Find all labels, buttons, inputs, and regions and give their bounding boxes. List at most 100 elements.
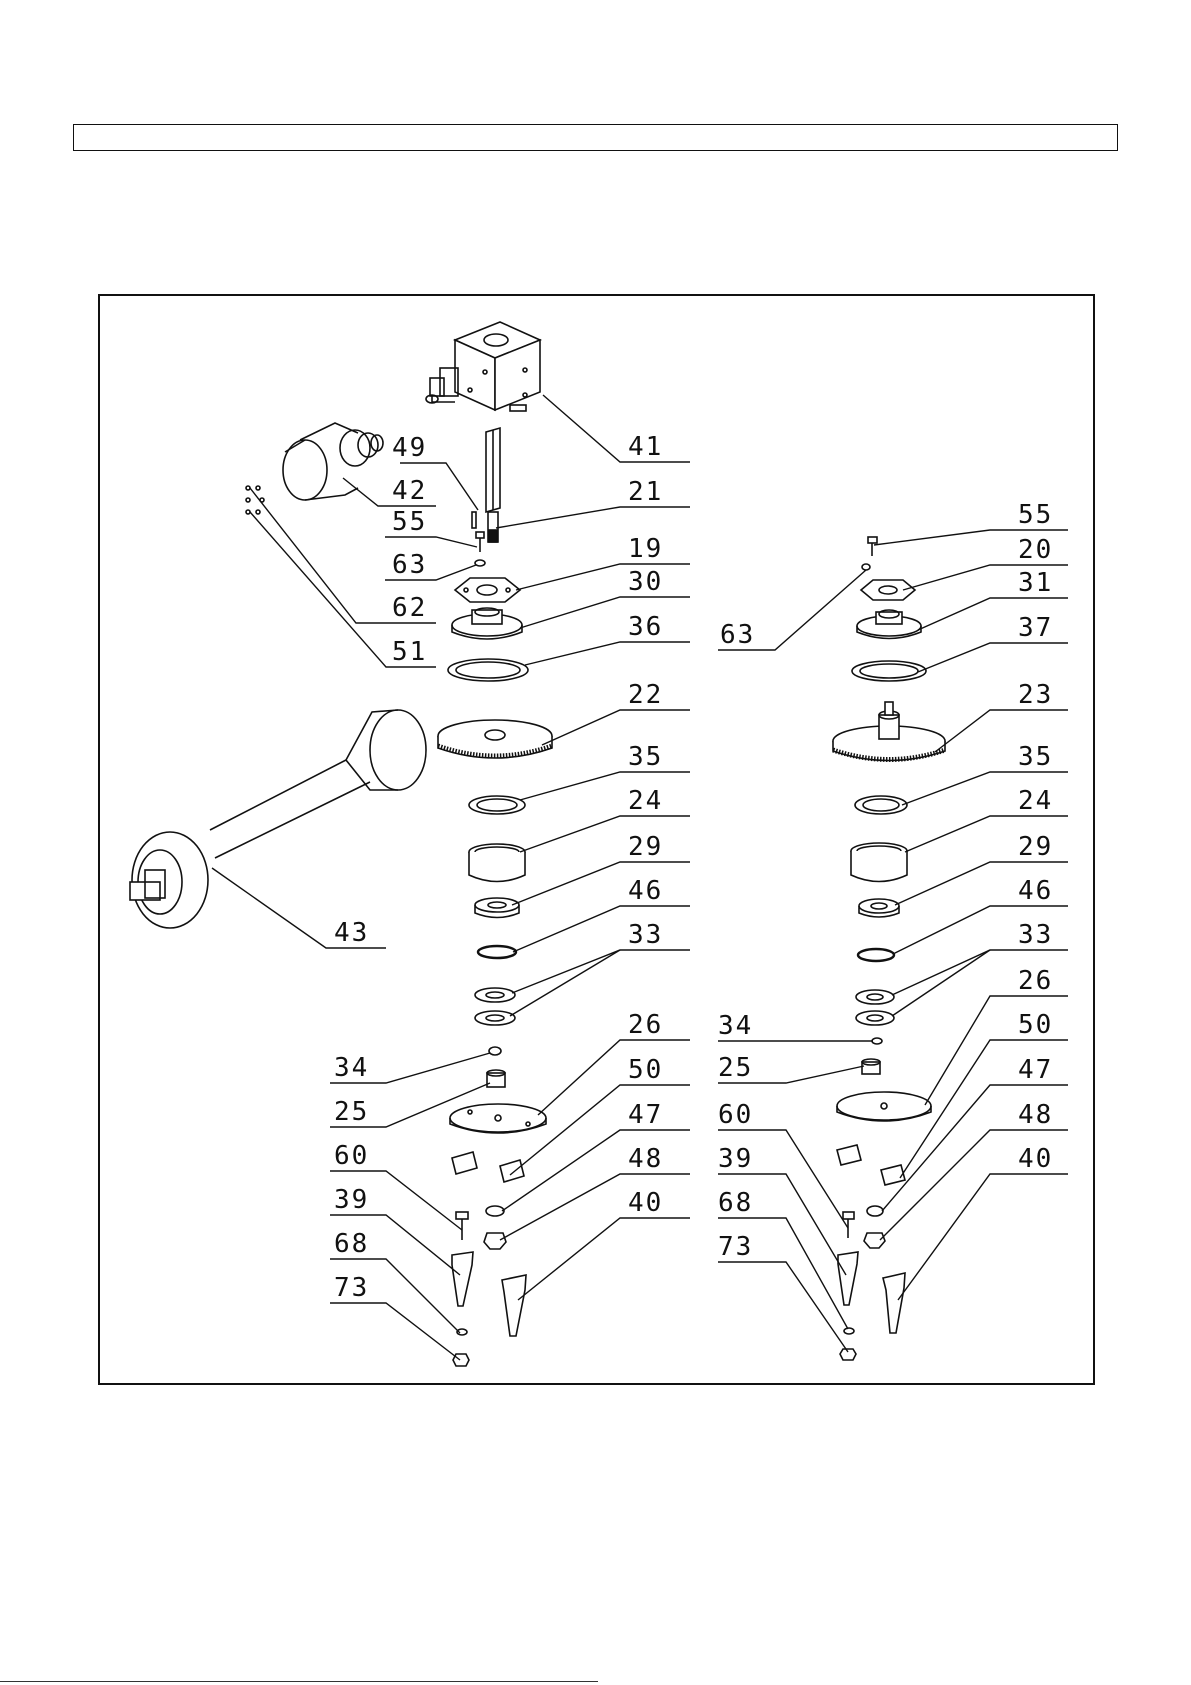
callout-r35: 35 bbox=[1018, 742, 1053, 772]
callout-r20: 20 bbox=[1018, 535, 1053, 565]
callout-r39: 39 bbox=[718, 1144, 753, 1174]
callout-60: 60 bbox=[334, 1141, 369, 1171]
blade-39 bbox=[452, 1252, 473, 1306]
callout-26: 26 bbox=[628, 1010, 663, 1040]
shaft-21 bbox=[486, 428, 500, 542]
blade-40 bbox=[502, 1275, 526, 1336]
callout-42: 42 bbox=[392, 476, 427, 506]
callout-49: 49 bbox=[392, 433, 427, 463]
callout-r33: 33 bbox=[1018, 920, 1053, 950]
small-washer-r34 bbox=[872, 1038, 882, 1044]
callout-25: 25 bbox=[334, 1097, 369, 1127]
washer-47 bbox=[486, 1206, 504, 1216]
washers-33 bbox=[475, 988, 515, 1025]
callout-r46: 46 bbox=[1018, 876, 1053, 906]
callout-47: 47 bbox=[628, 1100, 663, 1130]
callout-43: 43 bbox=[334, 918, 369, 948]
callout-46: 46 bbox=[628, 876, 663, 906]
callout-63: 63 bbox=[392, 550, 427, 580]
callout-73: 73 bbox=[334, 1273, 369, 1303]
footer-rule bbox=[0, 1681, 598, 1682]
nut-r73 bbox=[840, 1349, 856, 1360]
callout-r68: 68 bbox=[718, 1188, 753, 1218]
callout-r48: 48 bbox=[1018, 1100, 1053, 1130]
callout-r24: 24 bbox=[1018, 786, 1053, 816]
callout-33: 33 bbox=[628, 920, 663, 950]
bushing-r25 bbox=[862, 1059, 880, 1074]
callout-62: 62 bbox=[392, 593, 427, 623]
callout-r47: 47 bbox=[1018, 1055, 1053, 1085]
callout-51: 51 bbox=[392, 637, 427, 667]
callout-30: 30 bbox=[628, 567, 663, 597]
bushing-25 bbox=[487, 1070, 505, 1087]
callout-21: 21 bbox=[628, 477, 663, 507]
washers-r33 bbox=[856, 990, 894, 1025]
callout-r31: 31 bbox=[1018, 568, 1053, 598]
callouts: 41 49 42 21 55 19 63 30 62 36 51 22 35 2… bbox=[334, 432, 1053, 1303]
callout-r73: 73 bbox=[718, 1232, 753, 1262]
seal-r29 bbox=[859, 899, 899, 917]
plate-r50 bbox=[837, 1145, 905, 1185]
callout-r55: 55 bbox=[1018, 500, 1053, 530]
nut-r48 bbox=[864, 1233, 885, 1248]
callout-68: 68 bbox=[334, 1229, 369, 1259]
plate-50 bbox=[452, 1152, 524, 1182]
callout-35: 35 bbox=[628, 742, 663, 772]
washer-r47 bbox=[867, 1206, 883, 1216]
callout-48: 48 bbox=[628, 1144, 663, 1174]
callout-r23: 23 bbox=[1018, 680, 1053, 710]
blade-r39 bbox=[838, 1252, 858, 1305]
callout-r25: 25 bbox=[718, 1053, 753, 1083]
callout-r37: 37 bbox=[1018, 613, 1053, 643]
callout-36: 36 bbox=[628, 612, 663, 642]
callout-r63: 63 bbox=[720, 620, 755, 650]
callout-19: 19 bbox=[628, 534, 663, 564]
screw-r55 bbox=[868, 537, 877, 556]
bolt-r60 bbox=[843, 1212, 854, 1238]
pin-49 bbox=[472, 512, 476, 528]
ring-r35 bbox=[855, 796, 907, 814]
gasket-r37 bbox=[852, 661, 926, 681]
bearing-24 bbox=[469, 844, 525, 882]
callout-55: 55 bbox=[392, 507, 427, 537]
drive-shaft-43 bbox=[130, 710, 426, 928]
callout-r40: 40 bbox=[1018, 1144, 1053, 1174]
gasket-36 bbox=[448, 659, 528, 681]
callout-r29: 29 bbox=[1018, 832, 1053, 862]
callout-r26: 26 bbox=[1018, 966, 1053, 996]
plate-19 bbox=[455, 578, 520, 602]
washer-63 bbox=[475, 560, 485, 566]
washer-r68 bbox=[844, 1328, 854, 1334]
gear-r23 bbox=[833, 702, 945, 761]
bearing-housing-r31 bbox=[857, 610, 921, 639]
gear-22 bbox=[438, 720, 552, 758]
oring-46 bbox=[478, 946, 516, 958]
washer-r63 bbox=[862, 564, 870, 570]
callout-22: 22 bbox=[628, 680, 663, 710]
blade-r40 bbox=[883, 1273, 905, 1333]
disc-26 bbox=[450, 1104, 546, 1133]
gearbox-41 bbox=[426, 322, 540, 411]
bearing-r24 bbox=[851, 843, 907, 882]
nut-48 bbox=[484, 1233, 506, 1249]
callout-41: 41 bbox=[628, 432, 663, 462]
small-washer-34 bbox=[489, 1047, 501, 1055]
callout-40: 40 bbox=[628, 1188, 663, 1218]
small-fasteners-62-51 bbox=[246, 486, 264, 514]
callout-r60: 60 bbox=[718, 1100, 753, 1130]
ring-35 bbox=[469, 796, 525, 814]
callout-34: 34 bbox=[334, 1053, 369, 1083]
oring-r46 bbox=[858, 949, 894, 961]
disc-r26 bbox=[837, 1092, 931, 1121]
seal-29 bbox=[475, 898, 519, 918]
callout-29: 29 bbox=[628, 832, 663, 862]
callout-r50: 50 bbox=[1018, 1010, 1053, 1040]
callout-39: 39 bbox=[334, 1185, 369, 1215]
callout-24: 24 bbox=[628, 786, 663, 816]
callout-50: 50 bbox=[628, 1055, 663, 1085]
plate-r20 bbox=[861, 580, 915, 600]
callout-r34: 34 bbox=[718, 1011, 753, 1041]
screw-55 bbox=[476, 532, 484, 552]
bearing-housing-30 bbox=[452, 608, 522, 639]
